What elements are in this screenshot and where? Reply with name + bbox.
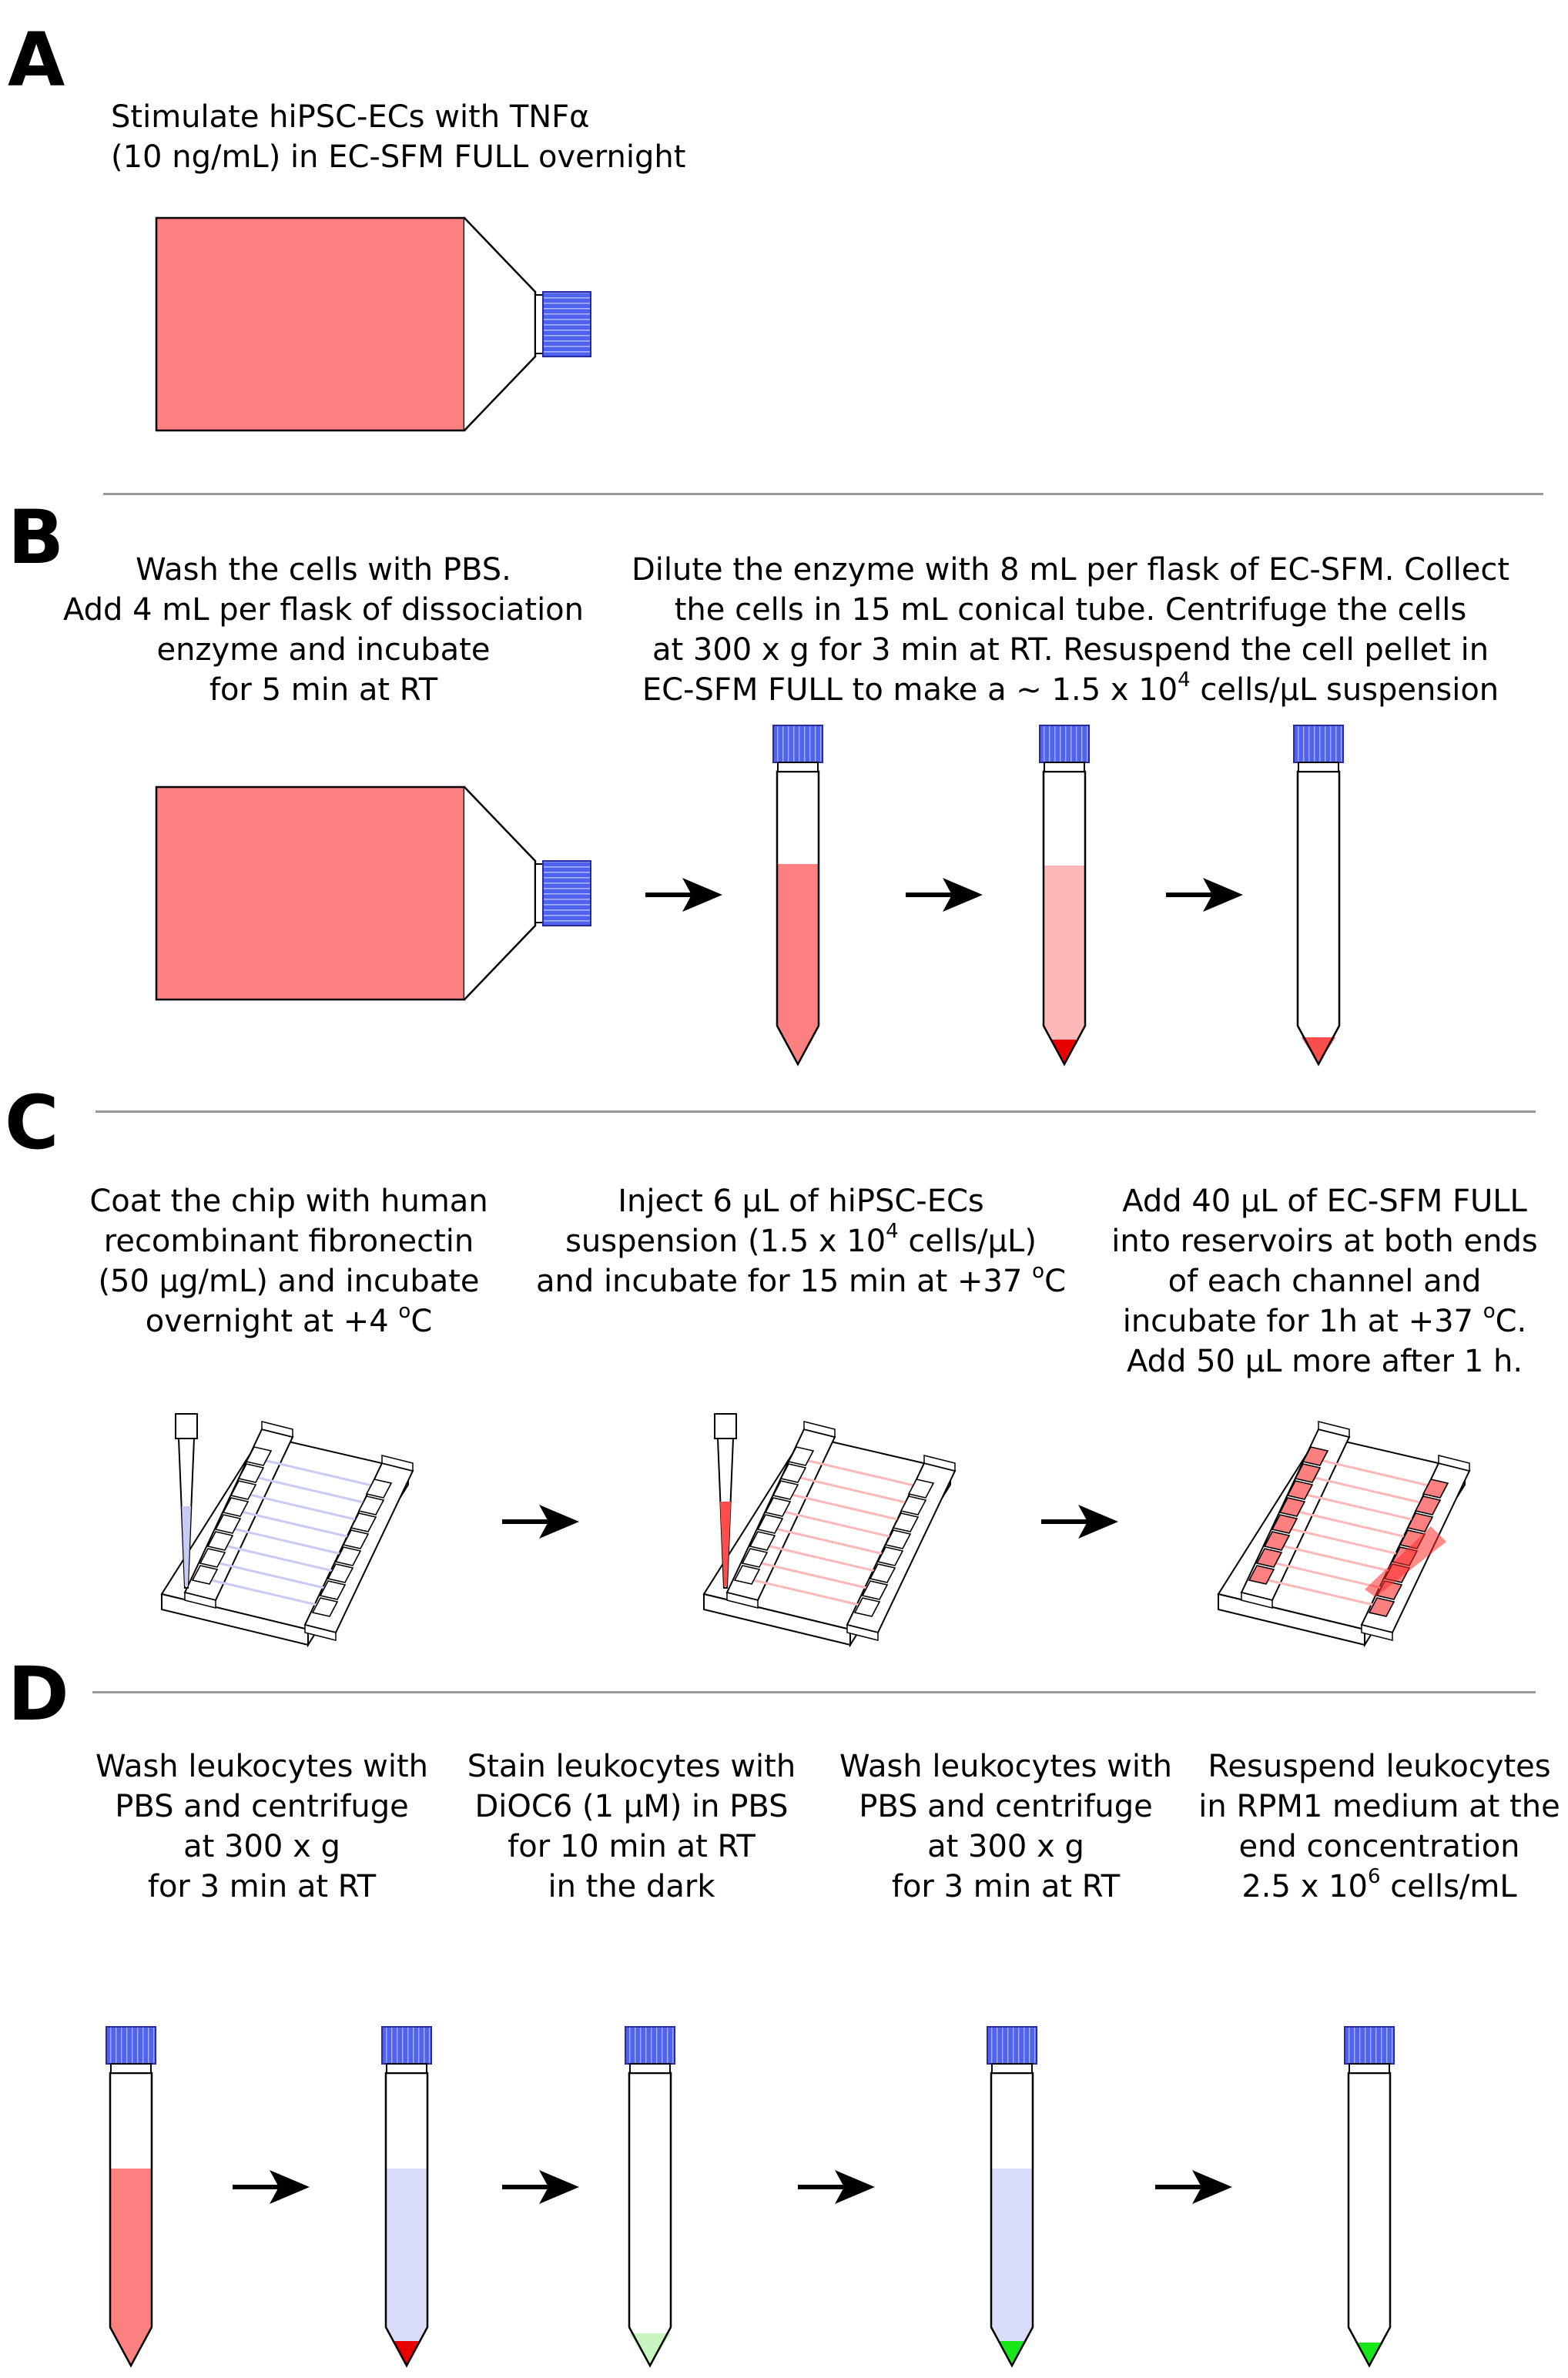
arrow-right-icon bbox=[906, 878, 983, 912]
panel-b-left-instruction: Wash the cells with PBS. Add 4 mL per fla… bbox=[31, 550, 616, 710]
panel-b-left-line-4: for 5 min at RT bbox=[209, 672, 438, 708]
panel-a-line-2: (10 ng/mL) in EC-SFM FULL overnight bbox=[111, 139, 686, 175]
panel-b-right-line-2: the cells in 15 mL conical tube. Centrif… bbox=[674, 592, 1467, 628]
panel-label-a: A bbox=[8, 17, 65, 103]
panel-d-step-3-line-4: for 3 min at RT bbox=[891, 1869, 1121, 1904]
panel-d-step-2-line-4: in the dark bbox=[548, 1869, 715, 1904]
panel-label-c: C bbox=[5, 1080, 59, 1166]
panel-d-step-1-line-4: for 3 min at RT bbox=[147, 1869, 377, 1904]
conical-tube-icon bbox=[1038, 724, 1091, 1066]
divider-cd bbox=[92, 1691, 1536, 1693]
panel-d-step-4-line-3: end concentration bbox=[1238, 1829, 1520, 1864]
pipette-tip-icon bbox=[1365, 1526, 1446, 1597]
panel-c-step-1-line-2: recombinant fibronectin bbox=[103, 1224, 474, 1259]
pipette-tip-icon bbox=[175, 1413, 198, 1589]
panel-d-step-3-line-3: at 300 x g bbox=[927, 1829, 1084, 1864]
arrow-right-icon bbox=[645, 878, 722, 912]
panel-d-step-1-line-2: PBS and centrifuge bbox=[115, 1789, 409, 1824]
conical-tube-icon bbox=[624, 2025, 676, 2367]
panel-d-step-2-line-1: Stain leukocytes with bbox=[467, 1749, 796, 1784]
panel-d-step-1-line-1: Wash leukocytes with bbox=[95, 1749, 429, 1784]
panel-d-step-2-line-2: DiOC6 (1 µM) in PBS bbox=[474, 1789, 789, 1824]
panel-b-right-line-1: Dilute the enzyme with 8 mL per flask of… bbox=[631, 552, 1510, 588]
panel-d-step-3-line-1: Wash leukocytes with bbox=[839, 1749, 1173, 1784]
panel-c-step-1-line-4: overnight at +4 oC bbox=[145, 1299, 433, 1339]
panel-c-step-3-instruction: Add 40 µL of EC-SFM FULL into reservoirs … bbox=[1086, 1181, 1563, 1382]
conical-tube-icon bbox=[772, 724, 824, 1066]
panel-d-step-4-line-4: 2.5 x 106 cells/mL bbox=[1241, 1864, 1517, 1904]
panel-c-step-3-line-3: of each channel and bbox=[1168, 1264, 1482, 1299]
panel-c-step-3-line-5: Add 50 µL more after 1 h. bbox=[1126, 1344, 1523, 1379]
panel-label-b: B bbox=[8, 494, 65, 581]
arrow-right-icon bbox=[502, 1505, 579, 1539]
microfluidic-chip-icon bbox=[161, 1421, 414, 1646]
culture-flask-icon bbox=[155, 216, 592, 432]
panel-c-step-3-line-1: Add 40 µL of EC-SFM FULL bbox=[1122, 1184, 1527, 1219]
panel-c-step-1-instruction: Coat the chip with human recombinant fibr… bbox=[46, 1181, 531, 1341]
panel-d-step-2-line-3: for 10 min at RT bbox=[508, 1829, 756, 1864]
arrow-right-icon bbox=[1155, 2170, 1232, 2204]
panel-b-right-line-4: EC-SFM FULL to make a ~ 1.5 x 104 cells/… bbox=[642, 668, 1499, 708]
conical-tube-icon bbox=[1343, 2025, 1395, 2367]
panel-c-step-2-line-1: Inject 6 µL of hiPSC-ECs bbox=[618, 1184, 984, 1219]
panel-a-line-1: Stimulate hiPSC-ECs with TNFα bbox=[111, 99, 590, 135]
conical-tube-icon bbox=[1292, 724, 1345, 1066]
arrow-right-icon bbox=[502, 2170, 579, 2204]
arrow-right-icon bbox=[233, 2170, 310, 2204]
panel-c-step-2-line-3: and incubate for 15 min at +37 oC bbox=[535, 1259, 1067, 1299]
panel-c-step-3-line-4: incubate for 1h at +37 oC. bbox=[1122, 1299, 1527, 1339]
conical-tube-icon bbox=[105, 2025, 157, 2367]
panel-a-instruction: Stimulate hiPSC-ECs with TNFα (10 ng/mL) … bbox=[111, 97, 685, 177]
panel-label-d: D bbox=[8, 1651, 69, 1737]
panel-b-left-line-2: Add 4 mL per flask of dissociation bbox=[62, 592, 585, 628]
panel-b-right-instruction: Dilute the enzyme with 8 mL per flask of… bbox=[585, 550, 1556, 710]
panel-d-step-4-line-1: Resuspend leukocytes bbox=[1208, 1749, 1551, 1784]
arrow-right-icon bbox=[1166, 878, 1243, 912]
panel-b-right-line-3: at 300 x g for 3 min at RT. Resuspend th… bbox=[652, 632, 1489, 668]
panel-d-step-4-instruction: Resuspend leukocytes in RPM1 medium at th… bbox=[1191, 1747, 1568, 1907]
arrow-right-icon bbox=[1041, 1505, 1118, 1539]
divider-ab bbox=[103, 493, 1543, 495]
pipette-tip-icon bbox=[714, 1413, 737, 1589]
panel-c-step-3-line-2: into reservoirs at both ends bbox=[1111, 1224, 1538, 1259]
divider-bc bbox=[95, 1110, 1536, 1113]
conical-tube-icon bbox=[380, 2025, 433, 2367]
panel-b-left-line-3: enzyme and incubate bbox=[156, 632, 491, 668]
arrow-right-icon bbox=[798, 2170, 875, 2204]
panel-d-step-1-line-3: at 300 x g bbox=[183, 1829, 340, 1864]
panel-c-step-1-line-1: Coat the chip with human bbox=[89, 1184, 488, 1219]
panel-d-step-3-line-2: PBS and centrifuge bbox=[859, 1789, 1153, 1824]
panel-c-step-1-line-3: (50 µg/mL) and incubate bbox=[98, 1264, 480, 1299]
panel-b-left-line-1: Wash the cells with PBS. bbox=[136, 552, 511, 588]
culture-flask-icon bbox=[155, 785, 592, 1001]
panel-d-step-4-line-2: in RPM1 medium at the bbox=[1198, 1789, 1560, 1824]
microfluidic-chip-icon bbox=[703, 1421, 956, 1646]
panel-c-step-2-line-2: suspension (1.5 x 104 cells/µL) bbox=[565, 1219, 1037, 1259]
microfluidic-chip-icon bbox=[1218, 1421, 1470, 1646]
conical-tube-icon bbox=[986, 2025, 1038, 2367]
